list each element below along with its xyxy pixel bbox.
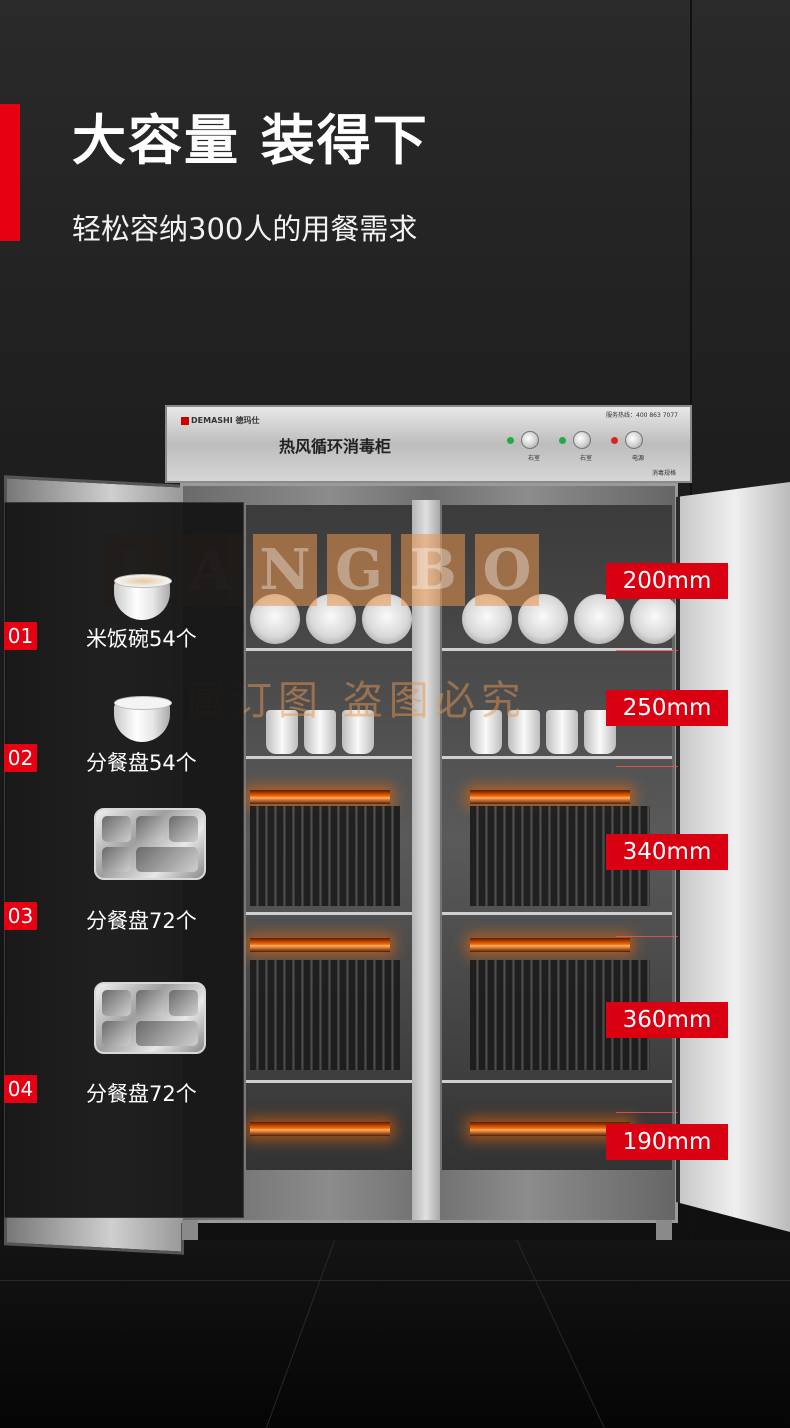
- cabinet-model-name: 热风循环消毒柜: [279, 437, 392, 456]
- heater-tube: [250, 1122, 390, 1136]
- tray-cell: [102, 990, 131, 1016]
- shelf-rack: [442, 756, 672, 759]
- control-label: 右室: [579, 455, 592, 462]
- hotline-text: 服务热线：400 863 7077: [606, 412, 678, 419]
- left-cup-row: [266, 710, 374, 754]
- control-knob-icon[interactable]: [573, 431, 591, 449]
- watermark-letter: N: [253, 534, 317, 606]
- cabinet-foot: [656, 1220, 672, 1240]
- shelf-height-360: 360mm: [606, 1002, 728, 1038]
- control-label: 右室: [527, 455, 540, 462]
- shelf-height-200: 200mm: [606, 563, 728, 599]
- indicator-light-icon: [559, 437, 566, 444]
- shelf-rack: [246, 648, 412, 651]
- capacity-item-label: 米饭碗54个: [86, 627, 197, 651]
- compartment-tray-icon: [94, 808, 206, 880]
- page-title: 大容量 装得下: [72, 109, 429, 172]
- shelf-rack: [246, 1080, 412, 1083]
- tray-cell: [169, 990, 198, 1016]
- shelf-rack: [442, 648, 672, 651]
- cup: [470, 710, 502, 754]
- cup: [304, 710, 336, 754]
- tray-cell: [135, 990, 165, 1016]
- cabinet-control-panel: DEMASHI 德玛仕 服务热线：400 863 7077 热风循环消毒柜 右室…: [165, 405, 692, 483]
- capacity-item-label: 分餐盘54个: [86, 751, 197, 775]
- right-bowl-row: [462, 594, 680, 644]
- cup: [342, 710, 374, 754]
- item-number-badge: 04: [4, 1075, 37, 1103]
- control-knob-icon[interactable]: [521, 431, 539, 449]
- heater-tube: [470, 790, 630, 804]
- shelf-rack: [442, 1080, 672, 1083]
- cup: [508, 710, 540, 754]
- brand-name: DEMASHI 德玛仕: [191, 416, 260, 425]
- power-button-icon[interactable]: [625, 431, 643, 449]
- title-accent-bar: [0, 104, 20, 241]
- shelf-height-250: 250mm: [606, 690, 728, 726]
- shelf-rack: [246, 756, 412, 759]
- floor: [0, 1240, 790, 1428]
- control-power[interactable]: 电源: [611, 431, 651, 471]
- tray-cell: [135, 816, 165, 842]
- tray-cell: [135, 1020, 198, 1046]
- page-subtitle: 轻松容纳300人的用餐需求: [72, 212, 418, 246]
- capacity-item-label: 分餐盘72个: [86, 1082, 197, 1106]
- spec-label: 消毒规格: [651, 470, 676, 477]
- control-right-chamber-1[interactable]: 右室: [507, 431, 547, 471]
- dimension-line: [616, 650, 678, 651]
- shelf-height-340: 340mm: [606, 834, 728, 870]
- plate-stack: [250, 960, 400, 1070]
- dimension-line: [616, 936, 678, 937]
- right-cup-row: [470, 710, 616, 754]
- tray-cell: [135, 846, 198, 872]
- compartment-tray-icon: [94, 982, 206, 1054]
- power-light-icon: [611, 437, 618, 444]
- control-label: 电源: [631, 455, 644, 462]
- shelf-rack: [442, 912, 672, 915]
- brand-logo: DEMASHI 德玛仕: [181, 415, 259, 426]
- item-number-badge: 02: [4, 744, 37, 772]
- item-number-badge: 03: [4, 902, 37, 930]
- tray-cell: [102, 1020, 131, 1046]
- cup: [266, 710, 298, 754]
- floor-tile-line: [516, 1240, 605, 1428]
- control-right-chamber-2[interactable]: 右室: [559, 431, 599, 471]
- heater-tube: [470, 938, 630, 952]
- bowl: [574, 594, 624, 644]
- watermark-letter: O: [475, 534, 539, 606]
- floor-tile-line: [0, 1280, 790, 1281]
- brand-mark-icon: [181, 416, 189, 425]
- floor-tile-line: [265, 1240, 336, 1428]
- tray-cell: [169, 816, 198, 842]
- cabinet-center-divider: [412, 500, 440, 1220]
- dimension-line: [616, 766, 678, 767]
- indicator-light-icon: [507, 437, 514, 444]
- item-number-badge: 01: [4, 622, 37, 650]
- shelf-rack: [246, 912, 412, 915]
- dimension-line: [616, 1112, 678, 1113]
- cup: [546, 710, 578, 754]
- heater-tube: [470, 1122, 630, 1136]
- heater-tube: [250, 790, 390, 804]
- watermark-letter: B: [401, 534, 465, 606]
- heater-tube: [250, 938, 390, 952]
- bowl: [630, 594, 680, 644]
- tray-cell: [102, 846, 131, 872]
- shelf-height-190: 190mm: [606, 1124, 728, 1160]
- watermark-letter: G: [327, 534, 391, 606]
- tray-cell: [102, 816, 131, 842]
- cabinet-foot: [182, 1220, 198, 1240]
- plate-stack: [250, 806, 400, 906]
- capacity-item-label: 分餐盘72个: [86, 909, 197, 933]
